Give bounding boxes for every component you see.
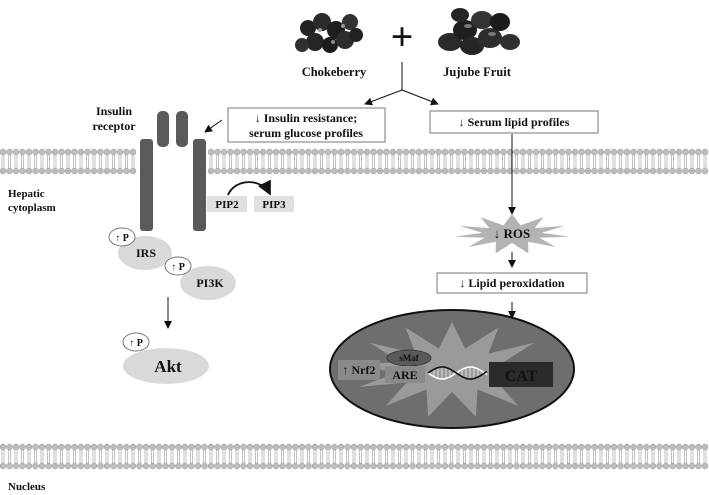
lipid-peroxidation-label: ↓ Lipid peroxidation xyxy=(459,276,564,290)
pi3k-node: PI3K ↑ P xyxy=(164,256,236,300)
insulin-resistance-box: ↓ Insulin resistance; serum glucose prof… xyxy=(227,107,386,143)
irs-phospho-label: ↑ P xyxy=(115,233,129,244)
dna-helix xyxy=(427,366,488,380)
pi3k-label: PI3K xyxy=(196,276,224,290)
pip2-label: PIP2 xyxy=(215,199,239,211)
insulin-receptor-label-line1: Insulin xyxy=(96,104,132,118)
serum-lipid-label: ↓ Serum lipid profiles xyxy=(459,115,570,129)
nucleus-label: Nucleus xyxy=(8,481,46,493)
ros-node: ↓ ROS xyxy=(454,214,570,254)
akt-label: Akt xyxy=(154,357,182,376)
serum-lipid-box: ↓ Serum lipid profiles xyxy=(429,110,599,134)
irs-node: IRS ↑ P xyxy=(108,227,172,270)
chokeberry-label: Chokeberry xyxy=(302,65,367,79)
jujube-image xyxy=(438,8,520,55)
plus-sign: + xyxy=(391,14,414,59)
jujube-label: Jujube Fruit xyxy=(443,65,512,79)
chokeberry-image xyxy=(295,13,363,53)
ros-label: ↓ ROS xyxy=(494,226,530,241)
arrow-to-receptor xyxy=(204,119,223,133)
lipid-peroxidation-box: ↓ Lipid peroxidation xyxy=(436,272,588,294)
akt-node: Akt ↑ P xyxy=(122,332,209,384)
pip-conversion: PIP2 PIP3 xyxy=(207,179,294,212)
plasma-membrane xyxy=(0,148,709,175)
nrf2-label: ↑ Nrf2 xyxy=(343,363,376,377)
nucleus-ellipse xyxy=(329,309,575,429)
nrf2-node: ↑ Nrf2 xyxy=(338,360,380,380)
are-label: ARE xyxy=(392,368,417,382)
hepatic-label-line2: cytoplasm xyxy=(8,202,56,214)
cat-node: CAT xyxy=(489,362,553,387)
fruit-branch-arrows xyxy=(364,62,439,106)
smaf-label: sMaf xyxy=(399,353,419,363)
irs-label: IRS xyxy=(136,246,156,260)
hepatic-label-line1: Hepatic xyxy=(8,188,45,200)
smaf-node: sMaf xyxy=(386,349,432,367)
pip3-label: PIP3 xyxy=(262,199,286,211)
insulin-receptor-label-line2: receptor xyxy=(92,119,136,133)
cat-label: CAT xyxy=(505,368,538,385)
pi3k-phospho-label: ↑ P xyxy=(171,262,185,273)
insulin-resistance-line1: ↓ Insulin resistance; xyxy=(255,111,357,125)
are-node: ARE xyxy=(385,366,425,383)
nuclear-membrane xyxy=(0,443,709,470)
akt-phospho-label: ↑ P xyxy=(129,338,143,349)
insulin-receptor xyxy=(140,111,206,231)
insulin-resistance-line2: serum glucose profiles xyxy=(249,126,363,140)
